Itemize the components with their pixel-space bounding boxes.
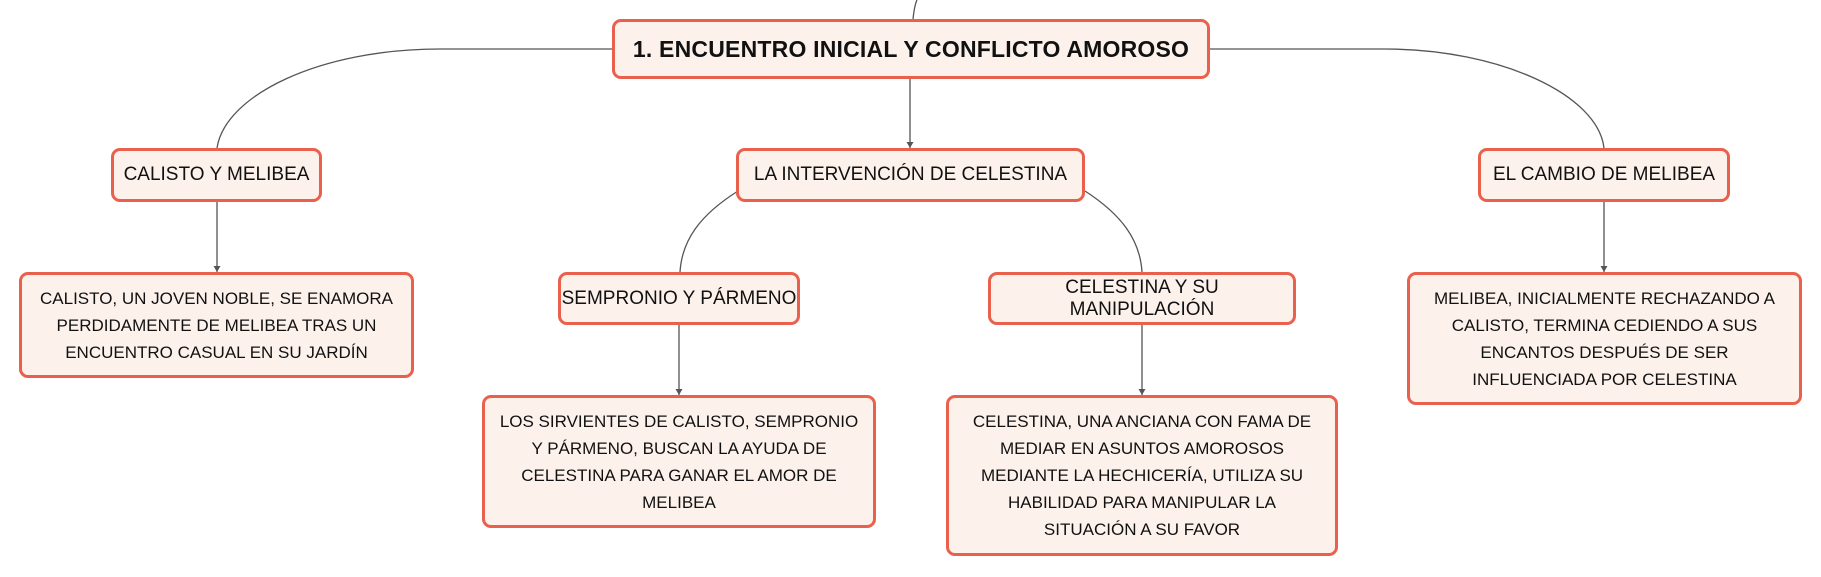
arrowhead-icon <box>1600 266 1608 272</box>
root-topic-node[interactable]: 1. ENCUENTRO INICIAL Y CONFLICTO AMOROSO <box>612 19 1210 79</box>
connector-to-parent <box>912 0 918 20</box>
arrowhead-icon <box>675 389 683 395</box>
topic-cambio-de-melibea[interactable]: EL CAMBIO DE MELIBEA <box>1478 148 1730 202</box>
topic-title: CALISTO Y MELIBEA <box>123 164 310 185</box>
root-topic-title: 1. ENCUENTRO INICIAL Y CONFLICTO AMOROSO <box>632 35 1190 62</box>
connector-celestina-manipulacion <box>1084 190 1143 273</box>
detail-calisto-y-melibea[interactable]: CALISTO, UN JOVEN NOBLE, SE ENAMORA PERD… <box>19 272 414 378</box>
connector-root-calisto <box>216 48 612 149</box>
subtopic-title: CELESTINA Y SU MANIPULACIÓN <box>1065 276 1219 320</box>
detail-sempronio-y-parmeno[interactable]: LOS SIRVIENTES DE CALISTO, SEMPRONIO Y P… <box>482 395 876 528</box>
arrowhead-icon <box>1138 389 1146 395</box>
arrowhead-icon <box>906 142 914 148</box>
detail-text: CELESTINA, UNA ANCIANA CON FAMA DE MEDIA… <box>972 412 1312 539</box>
detail-text: CALISTO, UN JOVEN NOBLE, SE ENAMORA PERD… <box>40 288 393 362</box>
subtopic-sempronio-y-parmeno[interactable]: SEMPRONIO Y PÁRMENO <box>558 272 800 325</box>
detail-text: LOS SIRVIENTES DE CALISTO, SEMPRONIO Y P… <box>499 411 859 512</box>
topic-title: LA INTERVENCIÓN DE CELESTINA <box>753 164 1068 185</box>
detail-cambio-de-melibea[interactable]: MELIBEA, INICIALMENTE RECHAZANDO A CALIS… <box>1407 272 1802 405</box>
topic-calisto-y-melibea[interactable]: CALISTO Y MELIBEA <box>111 148 322 202</box>
connector-celestina-sempronio <box>679 190 739 273</box>
topic-title: EL CAMBIO DE MELIBEA <box>1492 164 1716 185</box>
connector-root-cambio <box>1210 48 1605 149</box>
detail-celestina-y-su-manipulacion[interactable]: CELESTINA, UNA ANCIANA CON FAMA DE MEDIA… <box>946 395 1338 556</box>
subtopic-celestina-y-su-manipulacion[interactable]: CELESTINA Y SU MANIPULACIÓN <box>988 272 1296 325</box>
topic-intervencion-de-celestina[interactable]: LA INTERVENCIÓN DE CELESTINA <box>736 148 1085 202</box>
detail-text: MELIBEA, INICIALMENTE RECHAZANDO A CALIS… <box>1433 288 1775 389</box>
arrowhead-icon <box>213 266 221 272</box>
subtopic-title: SEMPRONIO Y PÁRMENO <box>561 287 797 309</box>
